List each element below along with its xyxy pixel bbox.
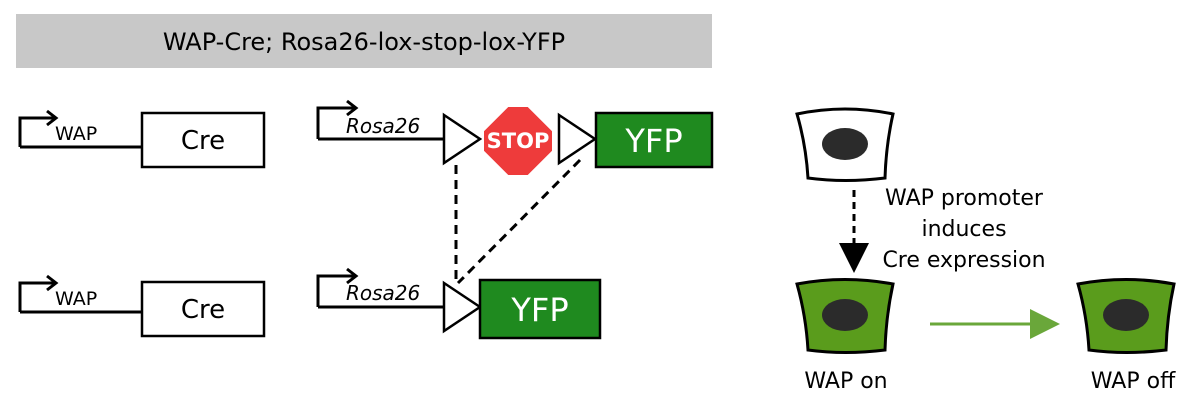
caption-line: WAP promoter [885,186,1044,211]
rosa26-promoter-icon [316,267,359,307]
wap-promoter-icon [18,274,59,312]
nucleus-icon [822,128,868,160]
unlabeled-cell-icon [795,107,895,182]
recombination-line [456,158,582,285]
wap-label: WAP [55,288,97,310]
caption-line: induces [921,217,1006,242]
title: WAP-Cre; Rosa26-lox-stop-lox-YFP [163,28,565,56]
yfp-label: YFP [624,122,682,160]
rosa26-label: Rosa26 [346,281,420,305]
loxp-triangle-icon [557,112,598,166]
yfp-labeled-cell-icon [1076,278,1176,354]
yfp-labeled-cell-icon [795,278,895,354]
cre-box [140,280,266,338]
wap-promoter-icon [18,109,59,147]
stop-sign-icon [482,105,554,177]
yfp-box [478,278,602,340]
loxp-triangle-icon [442,112,483,166]
cre-label: Cre [181,295,225,325]
wap-on-label: WAP on [804,369,887,394]
rosa26-label: Rosa26 [346,114,420,138]
yfp-label: YFP [510,291,568,329]
nucleus-icon [1103,299,1149,331]
title-bar [16,14,712,68]
stop-label: STOP [487,129,550,153]
nucleus-icon [822,299,868,331]
cre-box [140,111,266,169]
wap-off-label: WAP off [1091,369,1176,394]
caption-line: Cre expression [882,248,1045,273]
cre-label: Cre [181,126,225,156]
loxp-triangle-icon [442,280,483,334]
yfp-box [594,111,714,169]
wap-label: WAP [55,123,97,145]
rosa26-promoter-icon [316,99,359,139]
